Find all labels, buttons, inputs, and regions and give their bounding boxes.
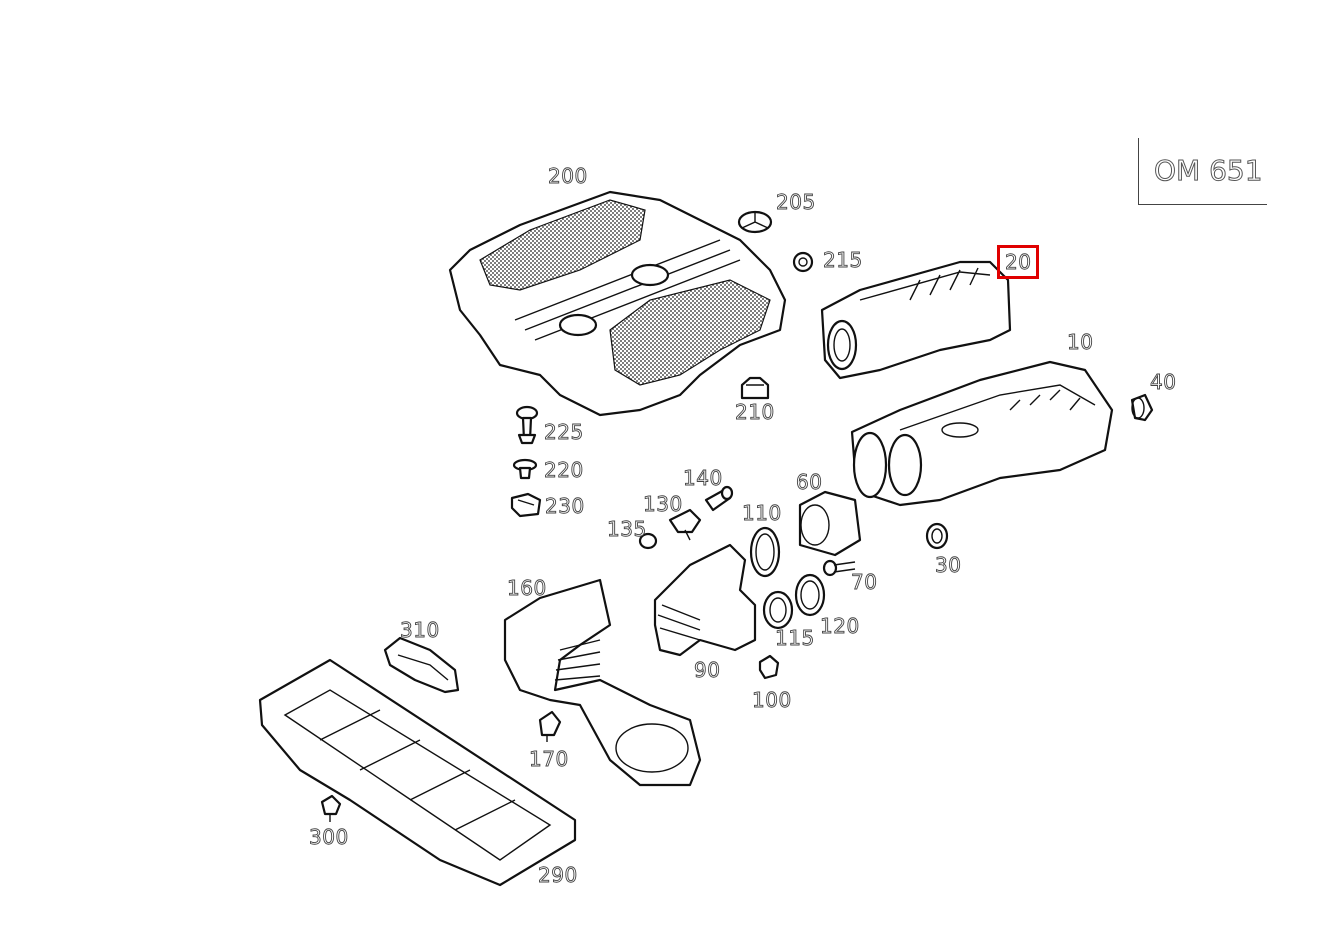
clamp-part-110[interactable] [749,526,781,578]
cap-part-40[interactable] [1130,393,1154,422]
screw-part-70[interactable] [822,559,856,577]
part-label-20[interactable]: 20 [996,245,1040,279]
part-label-60[interactable]: 60 [796,470,823,494]
part-label-310[interactable]: 310 [400,618,440,642]
part-label-10[interactable]: 10 [1067,330,1094,354]
stud-part-225[interactable] [515,405,539,445]
part-label-140[interactable]: 140 [683,466,723,490]
sensor-part-130[interactable] [668,508,702,541]
part-label-135[interactable]: 135 [607,517,647,541]
grommet-part-215[interactable] [792,251,814,273]
part-label-210[interactable]: 210 [735,400,775,424]
engine-code-label: OM 651 [1154,154,1264,188]
grommet-part-220[interactable] [512,458,538,480]
seal-part-115[interactable] [762,590,794,630]
part-label-230[interactable]: 230 [545,494,585,518]
part-label-130[interactable]: 130 [643,492,683,516]
part-label-40[interactable]: 40 [1150,370,1177,394]
clamp-part-120[interactable] [794,573,826,617]
flange-part-60[interactable] [798,490,862,557]
part-label-220[interactable]: 220 [544,458,584,482]
cowl-cover-part-290[interactable] [258,658,577,887]
emblem-part-205[interactable] [737,210,773,234]
hose-part-90[interactable] [653,543,757,657]
clip-part-170[interactable] [538,710,562,742]
part-label-215[interactable]: 215 [823,248,863,272]
part-label-300[interactable]: 300 [309,825,349,849]
air-filter-part-20[interactable] [820,260,1012,380]
engine-cover-part-200[interactable] [448,190,787,417]
air-filter-housing-part-10[interactable] [850,360,1114,507]
seal-frame-part-310[interactable] [383,636,460,694]
intake-duct-part-160[interactable] [503,578,702,787]
part-label-120[interactable]: 120 [820,614,860,638]
part-label-90[interactable]: 90 [694,658,721,682]
connector-part-100[interactable] [758,654,780,680]
part-label-160[interactable]: 160 [507,576,547,600]
part-label-30[interactable]: 30 [935,553,962,577]
part-label-70[interactable]: 70 [851,570,878,594]
part-label-205[interactable]: 205 [776,190,816,214]
engine-code-box [1138,138,1267,205]
clip-part-230[interactable] [510,492,542,518]
part-label-100[interactable]: 100 [752,688,792,712]
part-label-225[interactable]: 225 [544,420,584,444]
grommet-part-30[interactable] [925,522,949,550]
part-label-115[interactable]: 115 [775,626,815,650]
plug-part-140[interactable] [704,485,734,512]
part-label-110[interactable]: 110 [742,501,782,525]
clip-part-300[interactable] [320,794,342,822]
part-label-170[interactable]: 170 [529,747,569,771]
mount-part-210[interactable] [740,376,770,400]
o-ring-part-135[interactable] [638,532,658,550]
part-label-200[interactable]: 200 [548,164,588,188]
part-label-290[interactable]: 290 [538,863,578,887]
